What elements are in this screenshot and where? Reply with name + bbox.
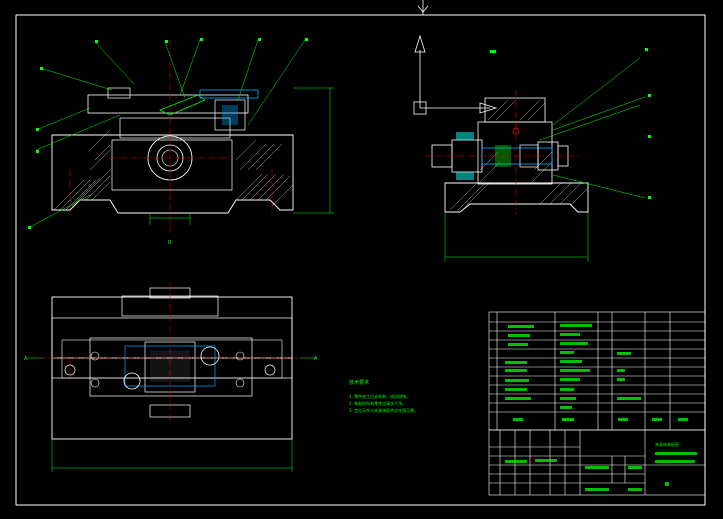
title-block-name: 夹具体装配图 — [655, 441, 679, 447]
technical-requirements: 技术要求 1. 零件加工后去毛刺、锐边倒钝。 2. 装配前所有零件应清洗干净。 … — [349, 379, 418, 413]
tech-note-line: 1. 零件加工后去毛刺、锐边倒钝。 — [349, 393, 410, 399]
sheet-border — [15, 14, 706, 506]
front-view-screw — [199, 89, 259, 99]
section-label-right: A — [314, 356, 318, 362]
front-view — [27, 39, 334, 235]
section-label-left: A — [24, 356, 28, 362]
front-view-base — [51, 134, 294, 214]
front-view-section-label: B — [168, 240, 172, 246]
tech-note-line: 2. 装配前所有零件应清洗干净。 — [349, 400, 406, 406]
parts-list-entries — [505, 324, 697, 491]
top-view — [28, 282, 316, 472]
front-view-hatching — [53, 129, 294, 211]
tech-note-line: 3. 定位元件与夹具体配合应牢固可靠。 — [349, 407, 418, 413]
top-center-marker — [417, 0, 429, 15]
parts-list-table — [488, 311, 706, 496]
tech-notes-heading: 技术要求 — [349, 379, 369, 386]
balloon-markers — [28, 38, 651, 229]
side-view — [413, 34, 646, 262]
